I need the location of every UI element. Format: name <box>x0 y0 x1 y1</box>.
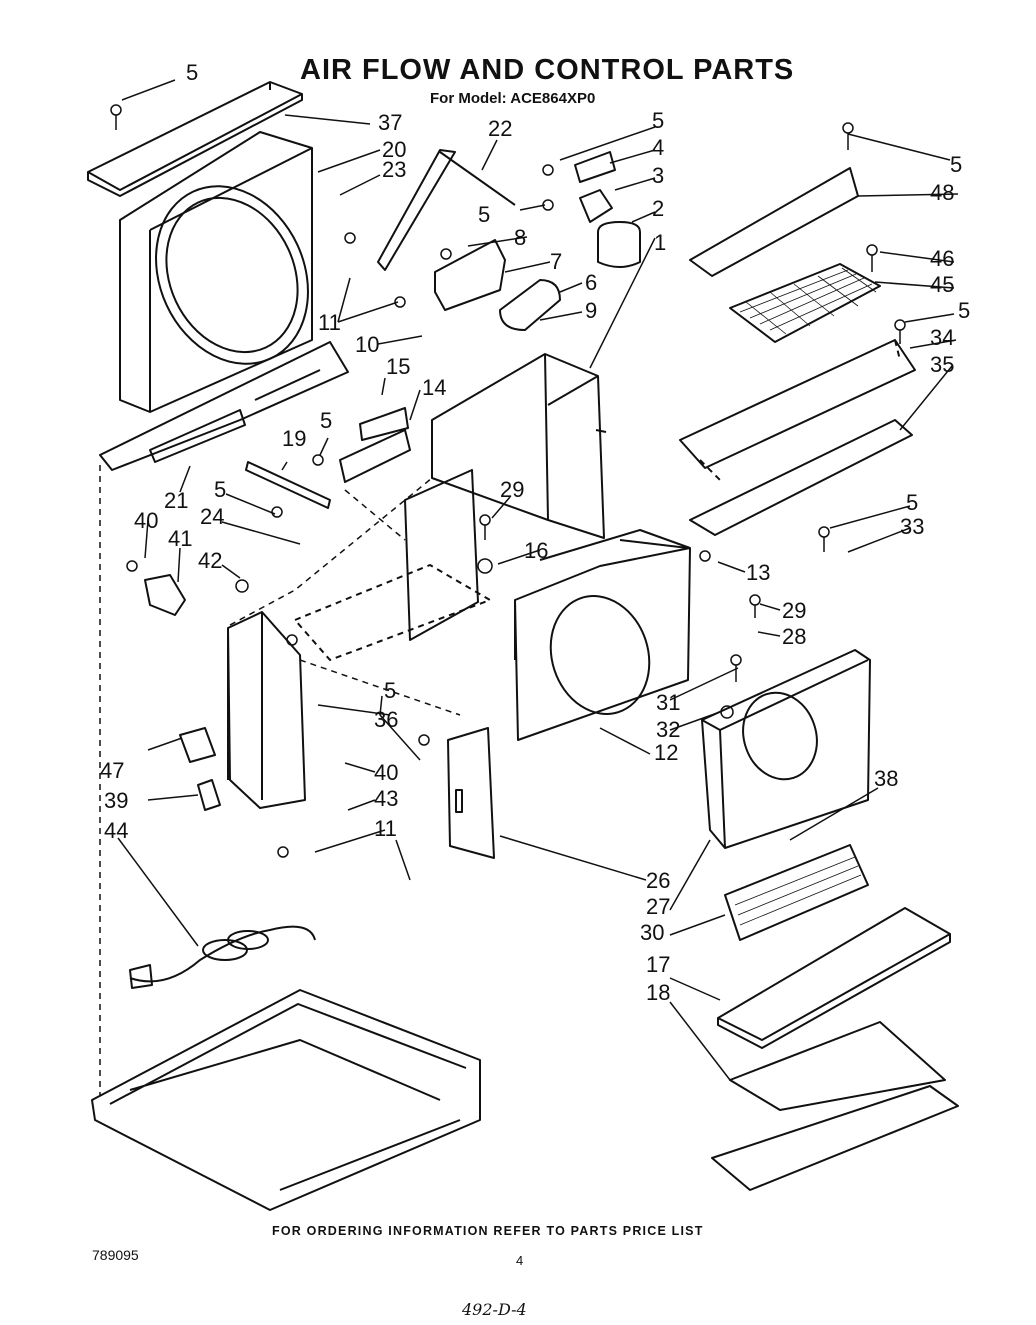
callout-label: 5 <box>958 298 970 323</box>
callout-label: 21 <box>164 488 188 513</box>
callout-label: 2 <box>652 196 664 221</box>
callout-label: 26 <box>646 868 670 893</box>
callout-label: 36 <box>374 707 398 732</box>
capacitor <box>597 221 641 268</box>
callout-label: 37 <box>378 110 402 135</box>
callout-label: 5 <box>320 408 332 433</box>
callout-label: 42 <box>198 548 222 573</box>
callout-label: 31 <box>656 690 680 715</box>
callout-label: 7 <box>550 249 562 274</box>
model-subtitle: For Model: ACE864XP0 <box>430 90 596 107</box>
callout-label: 35 <box>930 352 954 377</box>
filter-grille <box>729 263 881 343</box>
callout-label: 10 <box>355 332 379 357</box>
callout-label: 6 <box>585 270 597 295</box>
control-box <box>227 611 306 809</box>
callout-label: 43 <box>374 786 398 811</box>
handwritten-note: 492-D-4 <box>462 1300 527 1319</box>
ordering-footer: FOR ORDERING INFORMATION REFER TO PARTS … <box>272 1224 704 1238</box>
callout-label: 5 <box>384 678 396 703</box>
callout-label: 28 <box>782 624 806 649</box>
part-callouts: 5 37 20 23 22 5 4 3 5 2 8 7 6 9 1 11 11 … <box>100 60 970 1005</box>
callout-label: 8 <box>514 225 526 250</box>
callout-label: 5 <box>906 490 918 515</box>
base-pan <box>91 989 481 1211</box>
callout-label: 29 <box>500 477 524 502</box>
callout-label: 38 <box>874 766 898 791</box>
callout-label: 34 <box>930 325 954 350</box>
heat-exchanger-frame <box>701 649 871 849</box>
callout-label: 23 <box>382 157 406 182</box>
callout-label: 15 <box>386 354 410 379</box>
callout-label: 32 <box>656 717 680 742</box>
callout-label: 27 <box>646 894 670 919</box>
callout-label: 30 <box>640 920 664 945</box>
callout-label: 16 <box>524 538 548 563</box>
callout-label: 4 <box>652 135 664 160</box>
callout-label: 47 <box>100 758 124 783</box>
main-partition <box>431 353 605 539</box>
callout-label: 5 <box>950 152 962 177</box>
callout-label: 19 <box>282 426 306 451</box>
callout-label: 11 <box>374 816 397 841</box>
callout-label: 5 <box>214 477 226 502</box>
blower-housing <box>514 547 691 741</box>
callout-label: 12 <box>654 740 678 765</box>
callout-label: 1 <box>654 230 666 255</box>
callout-label: 3 <box>652 163 664 188</box>
fan-shroud <box>119 131 313 413</box>
callout-label: 17 <box>646 952 670 977</box>
callout-label: 5 <box>652 108 664 133</box>
callout-label: 20 <box>382 137 406 162</box>
document-number: 789095 <box>92 1247 139 1263</box>
callout-label: 44 <box>104 818 128 843</box>
page-title: AIR FLOW AND CONTROL PARTS <box>300 54 795 86</box>
callout-label: 29 <box>782 598 806 623</box>
callout-label: 5 <box>478 202 490 227</box>
callout-label: 40 <box>374 760 398 785</box>
callout-label: 9 <box>585 298 597 323</box>
callout-label: 48 <box>930 180 954 205</box>
callout-label: 40 <box>134 508 158 533</box>
callout-label: 18 <box>646 980 670 1005</box>
callout-label: 46 <box>930 246 954 271</box>
callout-label: 39 <box>104 788 128 813</box>
callout-label: 24 <box>200 504 224 529</box>
callout-label: 22 <box>488 116 512 141</box>
control-plate <box>404 469 479 641</box>
callout-label: 11 <box>318 310 341 335</box>
callout-label: 13 <box>746 560 770 585</box>
page-number: 4 <box>516 1253 524 1268</box>
callout-label: 33 <box>900 514 924 539</box>
callout-label: 5 <box>186 60 198 85</box>
callout-label: 45 <box>930 272 954 297</box>
callout-label: 14 <box>422 375 446 400</box>
callout-label: 41 <box>168 526 192 551</box>
